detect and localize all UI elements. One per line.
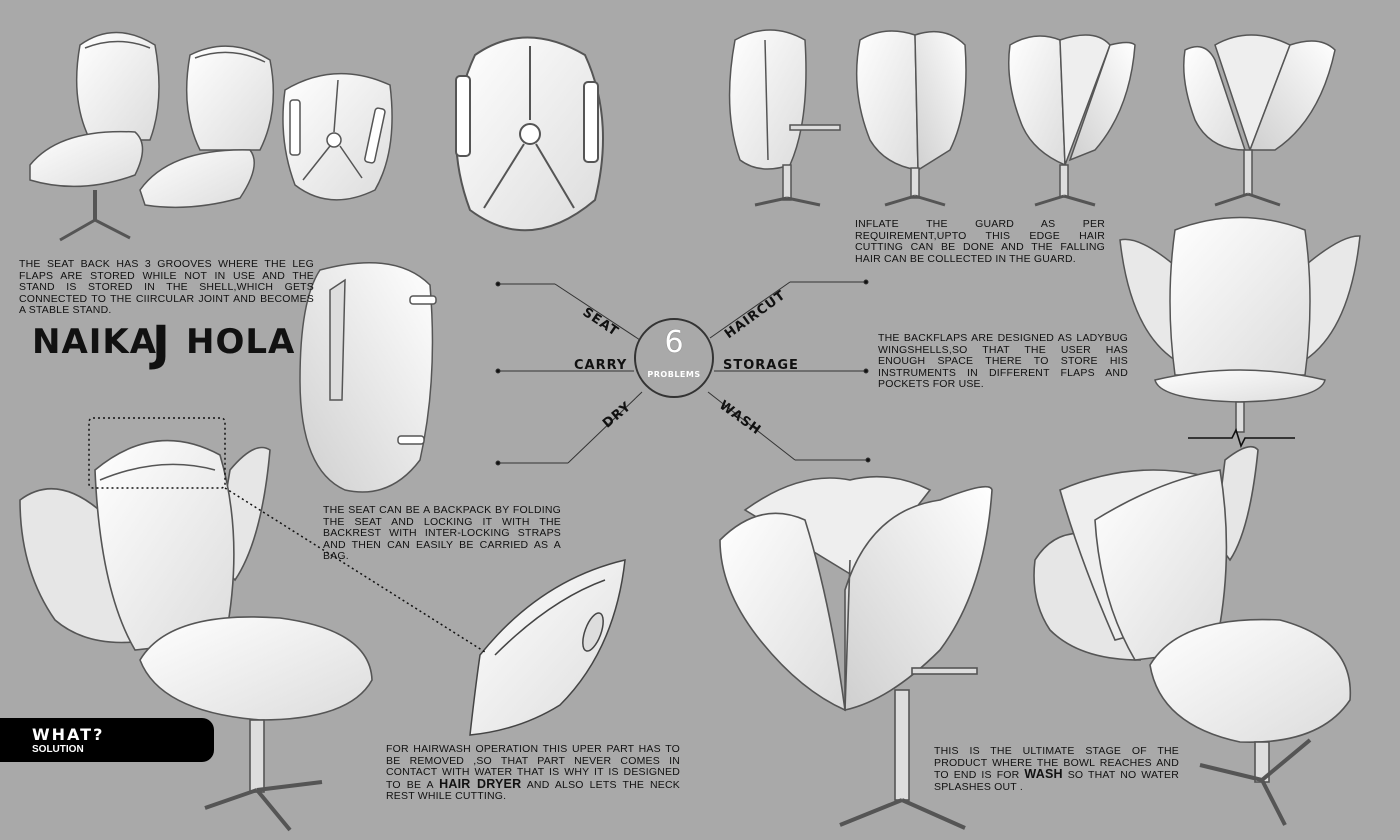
hairwash-highlight: HAIR DRYER xyxy=(439,776,522,791)
badge-title: WHAT? xyxy=(32,725,105,744)
what-solution-badge: WHAT? SOLUTION xyxy=(0,718,214,762)
problems-circle: 6 PROBLEMS xyxy=(634,318,714,398)
shell-sequence-3 xyxy=(1008,34,1136,207)
ultimate-text: THIS IS THE ULTIMATE STAGE OF THE PRODUC… xyxy=(934,745,1179,781)
description-backflaps: THE BACKFLAPS ARE DESIGNED AS LADYBUG WI… xyxy=(878,332,1128,390)
chair-front-view xyxy=(1119,216,1361,449)
seat-bottom-view xyxy=(282,72,393,201)
chair-wash-view xyxy=(719,475,993,830)
ultimate-text-end: SO THAT NO WATER SPLASHES OUT . xyxy=(934,769,1180,793)
shell-sequence-2 xyxy=(855,30,967,207)
ultimate-highlight: WASH xyxy=(1024,767,1063,781)
description-hairwash: FOR HAIRWASH OPERATION THIS UPER PART HA… xyxy=(386,743,680,803)
problem-carry: CARRY xyxy=(574,358,628,373)
description-backpack: THE SEAT CAN BE A BACKPACK BY FOLDING TH… xyxy=(323,504,561,562)
headrest-highlight-box xyxy=(88,417,226,489)
hairwash-text-end: AND ALSO LETS THE NECK REST WHILE CUTTIN… xyxy=(386,778,680,802)
description-guard: INFLATE THE GUARD AS PER REQUIREMENT,UPT… xyxy=(855,218,1105,265)
brand-logo: NAIKA J HOLA xyxy=(32,316,296,392)
chair-view-1 xyxy=(29,31,160,242)
problem-spokes xyxy=(495,279,871,466)
backpack-fold-view xyxy=(299,262,437,493)
logo-text-left: NAIKA xyxy=(32,322,158,362)
chair-main-view xyxy=(19,439,373,832)
seat-bottom-enlarged xyxy=(455,36,604,232)
chair-view-2 xyxy=(139,45,275,209)
hair-dryer-part xyxy=(469,559,626,736)
hairwash-text: FOR HAIRWASH OPERATION THIS UPER PART HA… xyxy=(386,743,680,791)
chair-ultimate-view xyxy=(1033,445,1352,826)
shell-sequence-4 xyxy=(1183,34,1336,207)
problems-count: 6 xyxy=(664,325,684,360)
shell-sequence-1 xyxy=(728,29,841,207)
badge-subtitle: SOLUTION xyxy=(32,744,84,755)
problem-storage: STORAGE xyxy=(723,358,799,373)
description-ultimate: THIS IS THE ULTIMATE STAGE OF THE PRODUC… xyxy=(934,745,1180,793)
problems-label: PROBLEMS xyxy=(647,370,701,379)
dotted-callout-line xyxy=(224,487,486,653)
logo-letter-j: J xyxy=(152,316,171,372)
description-seat-back: THE SEAT BACK HAS 3 GROOVES WHERE THE LE… xyxy=(19,258,314,316)
logo-text-right: HOLA xyxy=(186,322,296,362)
